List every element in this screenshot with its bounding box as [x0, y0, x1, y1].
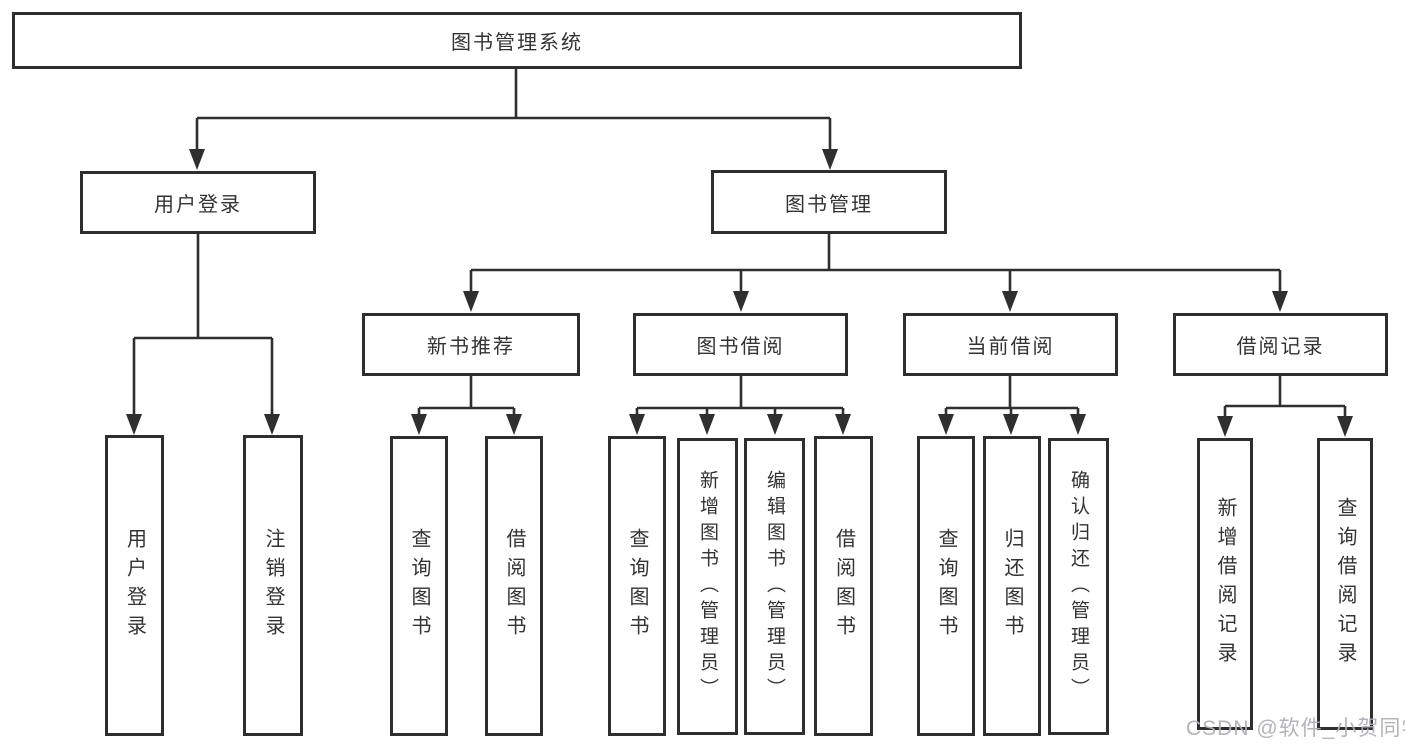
- leaf-borrow-books-1: 借阅图书: [485, 436, 543, 736]
- watermark: CSDN @软件_小贺同学: [1186, 717, 1405, 740]
- leaf-query-books-3-label: 查询图书: [935, 528, 957, 644]
- leaf-user-login-label: 用户登录: [123, 527, 146, 644]
- node-current-borrow: 当前借阅: [903, 313, 1118, 376]
- leaf-query-books-1-label: 查询图书: [408, 528, 430, 644]
- leaf-logout-label: 注销登录: [262, 527, 284, 644]
- leaf-confirm-return-admin-label: 确认归还（管理员）: [1068, 469, 1089, 704]
- leaf-borrow-books-1-label: 借阅图书: [503, 528, 525, 644]
- leaf-add-books-admin: 新增图书（管理员）: [677, 438, 738, 735]
- leaf-query-books-2-label: 查询图书: [626, 528, 648, 644]
- leaf-borrow-books-2: 借阅图书: [814, 436, 873, 736]
- node-borrow-records: 借阅记录: [1173, 313, 1388, 376]
- leaf-confirm-return-admin: 确认归还（管理员）: [1048, 438, 1109, 735]
- leaf-add-books-admin-label: 新增图书（管理员）: [697, 469, 718, 704]
- leaf-query-books-2: 查询图书: [608, 436, 666, 736]
- leaf-borrow-books-2-label: 借阅图书: [832, 528, 855, 644]
- leaf-return-books: 归还图书: [983, 436, 1041, 736]
- node-library-system: 图书管理系统: [12, 12, 1022, 69]
- leaf-edit-books-admin: 编辑图书（管理员）: [744, 438, 805, 735]
- node-new-book-recommend: 新书推荐: [362, 313, 580, 376]
- leaf-edit-books-admin-label: 编辑图书（管理员）: [764, 469, 785, 704]
- leaf-user-login: 用户登录: [105, 435, 164, 736]
- leaf-add-borrow-record-label: 新增借阅记录: [1214, 497, 1236, 671]
- leaf-return-books-label: 归还图书: [1001, 528, 1023, 644]
- node-book-management: 图书管理: [711, 170, 947, 234]
- leaf-query-borrow-record: 查询借阅记录: [1317, 438, 1373, 730]
- leaf-query-books-1: 查询图书: [390, 436, 448, 736]
- leaf-query-borrow-record-label: 查询借阅记录: [1334, 497, 1356, 671]
- node-user-login: 用户登录: [80, 171, 316, 234]
- leaf-logout: 注销登录: [243, 435, 303, 736]
- node-book-borrow: 图书借阅: [633, 313, 848, 376]
- leaf-add-borrow-record: 新增借阅记录: [1197, 438, 1253, 730]
- leaf-query-books-3: 查询图书: [917, 436, 975, 736]
